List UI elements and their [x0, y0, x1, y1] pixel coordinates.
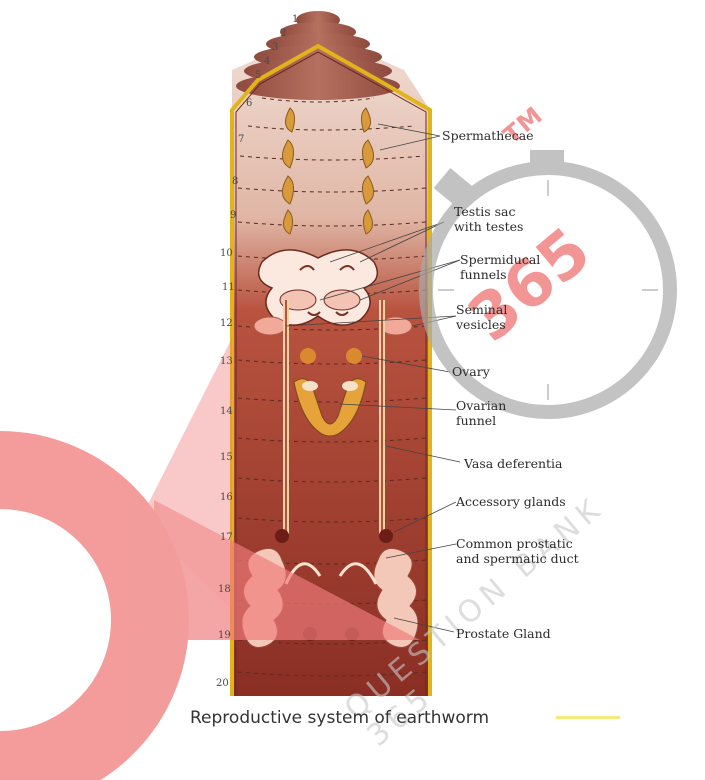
segment-number: 17	[220, 532, 233, 543]
label-ovarian-funnel: Ovarian funnel	[456, 398, 506, 428]
segment-number: 1	[292, 14, 298, 25]
label-seminal-vesicles: Seminal vesicles	[456, 302, 507, 332]
segment-number: 13	[220, 356, 233, 367]
label-accessory-glands: Accessory glands	[456, 494, 566, 509]
label-spermathecae: Spermathecae	[442, 128, 534, 143]
label-prostate-gland: Prostate Gland	[456, 626, 551, 641]
segment-number: 20	[216, 678, 229, 689]
segment-number: 14	[220, 406, 233, 417]
segment-number: 10	[220, 248, 233, 259]
segment-number: 9	[230, 210, 236, 221]
label-spermiducal-funnels: Spermiducal funnels	[460, 252, 540, 282]
testis-sacs	[259, 250, 378, 325]
segment-number: 16	[220, 492, 233, 503]
segment-number: 19	[218, 630, 231, 641]
label-common-duct: Common prostatic and spermatic duct	[456, 536, 579, 566]
head-rings	[236, 11, 400, 100]
label-ovary: Ovary	[452, 364, 490, 379]
segment-number: 12	[220, 318, 233, 329]
label-vasa-deferentia: Vasa deferentia	[464, 456, 563, 471]
segment-number: 6	[246, 98, 252, 109]
segment-number: 15	[220, 452, 233, 463]
caption-underline	[556, 716, 620, 719]
figure-caption: Reproductive system of earthworm	[190, 708, 489, 728]
segment-number: 2	[280, 28, 286, 39]
segment-number: 11	[222, 282, 235, 293]
segment-number: 7	[238, 134, 244, 145]
segment-number: 3	[272, 42, 278, 53]
segment-number: 4	[264, 56, 270, 67]
label-testis-sac: Testis sac with testes	[454, 204, 523, 234]
segment-number: 8	[232, 176, 238, 187]
segment-number: 18	[218, 584, 231, 595]
segment-number: 5	[255, 70, 261, 81]
